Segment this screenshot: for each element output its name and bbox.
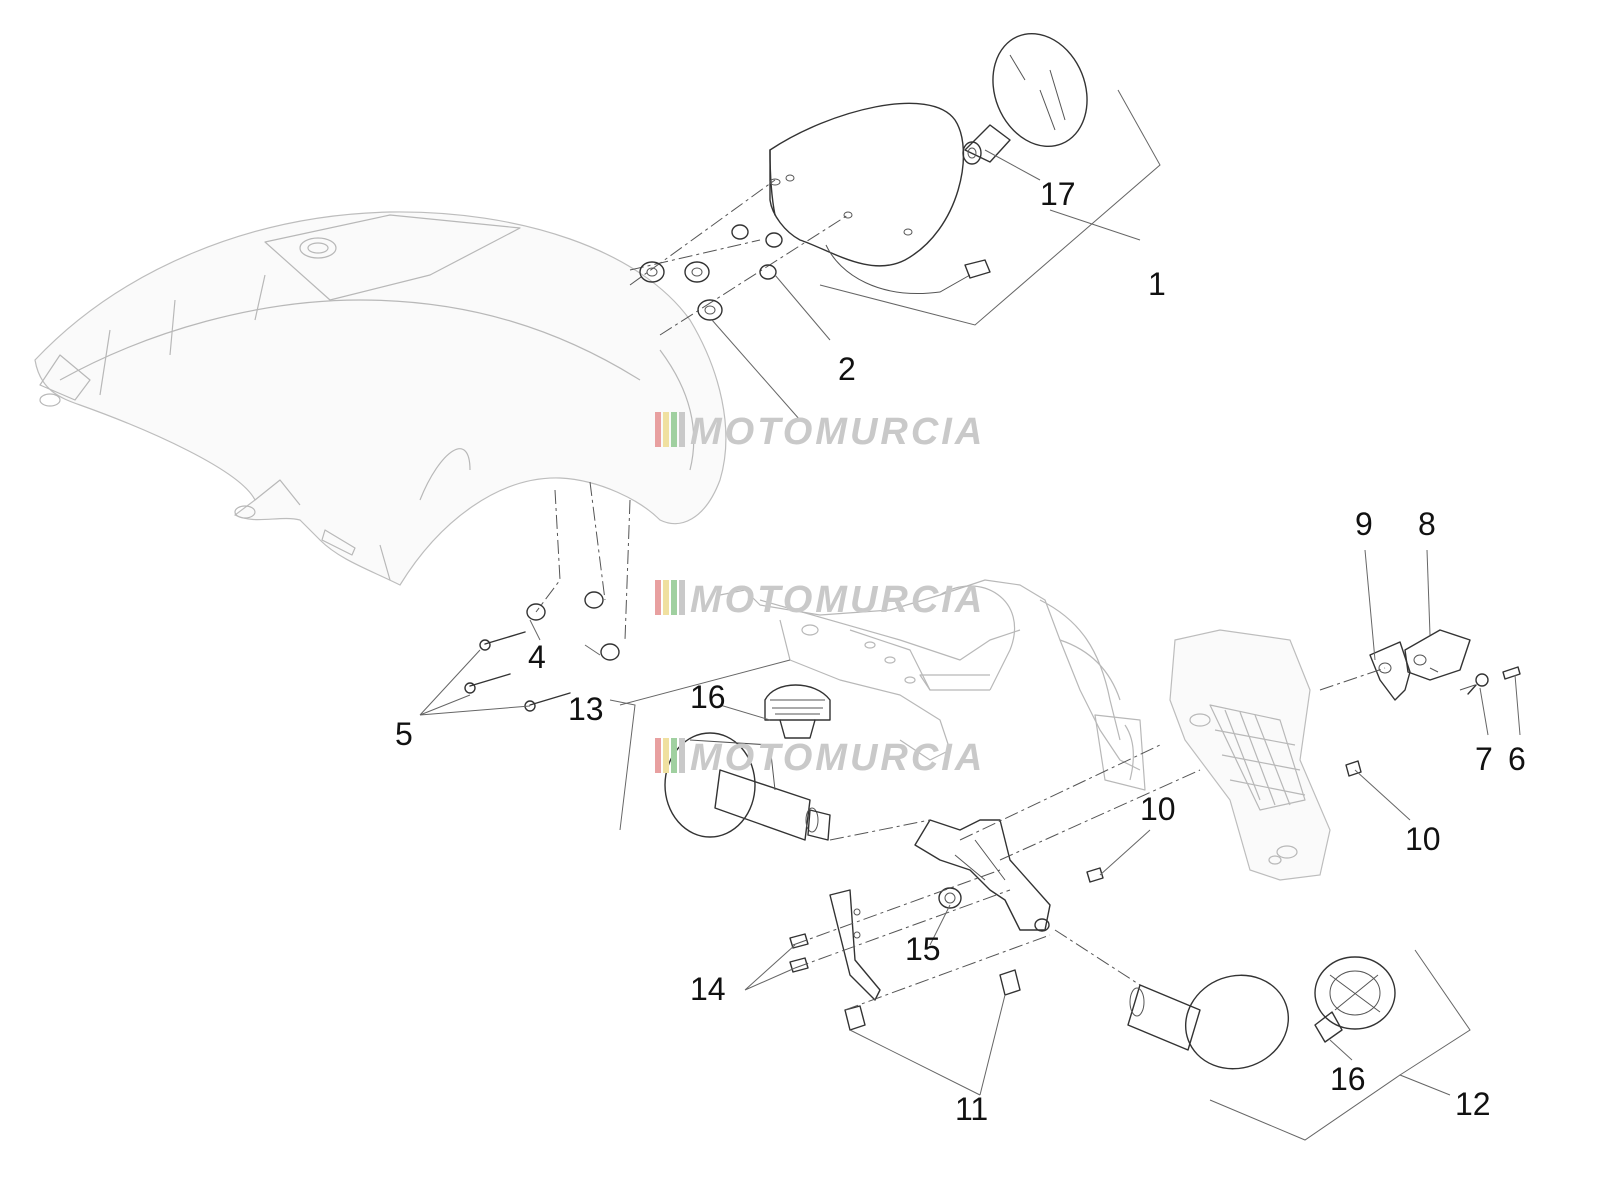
turn-signal-right: [1127, 974, 1290, 1070]
callout-17: 17: [1040, 176, 1076, 212]
rear-frame: [719, 579, 1146, 791]
callout-10b: 10: [1405, 821, 1441, 857]
callout-13: 13: [568, 691, 604, 727]
watermark-text: MOTOMURCIA: [690, 579, 985, 621]
callout-6: 6: [1508, 741, 1526, 777]
license-light: [1404, 629, 1471, 681]
bracket-bolts: [789, 933, 809, 973]
callout-12: 12: [1455, 1086, 1491, 1122]
callout-11: 11: [955, 1091, 988, 1127]
rear-fender: [34, 211, 727, 586]
callout-9: 9: [1355, 506, 1373, 542]
alignment-lines: [535, 481, 1201, 1011]
fender-washers: [526, 591, 620, 661]
turn-signal-bulb-socket-right: [1314, 956, 1396, 1043]
watermark-1: MOTOMURCIA: [655, 411, 985, 453]
tail-light-housing: [769, 102, 991, 294]
callout-16b: 16: [1330, 1061, 1366, 1097]
callout-1: 1: [1148, 266, 1166, 302]
license-light-screw-and-nut: [1319, 666, 1521, 695]
callout-15: 15: [905, 931, 941, 967]
license-plate-holder: [1169, 629, 1331, 881]
turn-signal-bulb-socket-left: [764, 684, 831, 739]
grommets: [629, 179, 849, 336]
watermark-3: MOTOMURCIA: [655, 737, 985, 779]
watermark-text: MOTOMURCIA: [690, 411, 985, 453]
callout-16a: 16: [690, 679, 726, 715]
bracket-clip: [938, 887, 962, 909]
wire-clips: [844, 969, 1021, 1031]
tail-light-lens: [992, 32, 1088, 148]
callout-2: 2: [838, 351, 856, 387]
license-light-gasket: [1369, 641, 1411, 701]
leader-lines: [419, 89, 1521, 1141]
turn-signal-bracket: [829, 819, 1051, 1001]
watermark-2: MOTOMURCIA: [655, 579, 985, 621]
watermark-text: MOTOMURCIA: [690, 737, 985, 779]
frame-screws: [1086, 760, 1362, 883]
callout-14: 14: [690, 971, 726, 1007]
tail-light-bulb: [962, 124, 1011, 165]
callout-10a: 10: [1140, 791, 1176, 827]
callout-5: 5: [395, 716, 413, 752]
callout-labels: 1 2 4 5 6 7 8 9 10 10 11 12 13 14 15 16 …: [395, 176, 1526, 1127]
turn-signal-left: [664, 732, 831, 841]
callout-8: 8: [1418, 506, 1436, 542]
callout-7: 7: [1475, 741, 1493, 777]
callout-4: 4: [528, 639, 546, 675]
fender-screws: [464, 631, 571, 712]
